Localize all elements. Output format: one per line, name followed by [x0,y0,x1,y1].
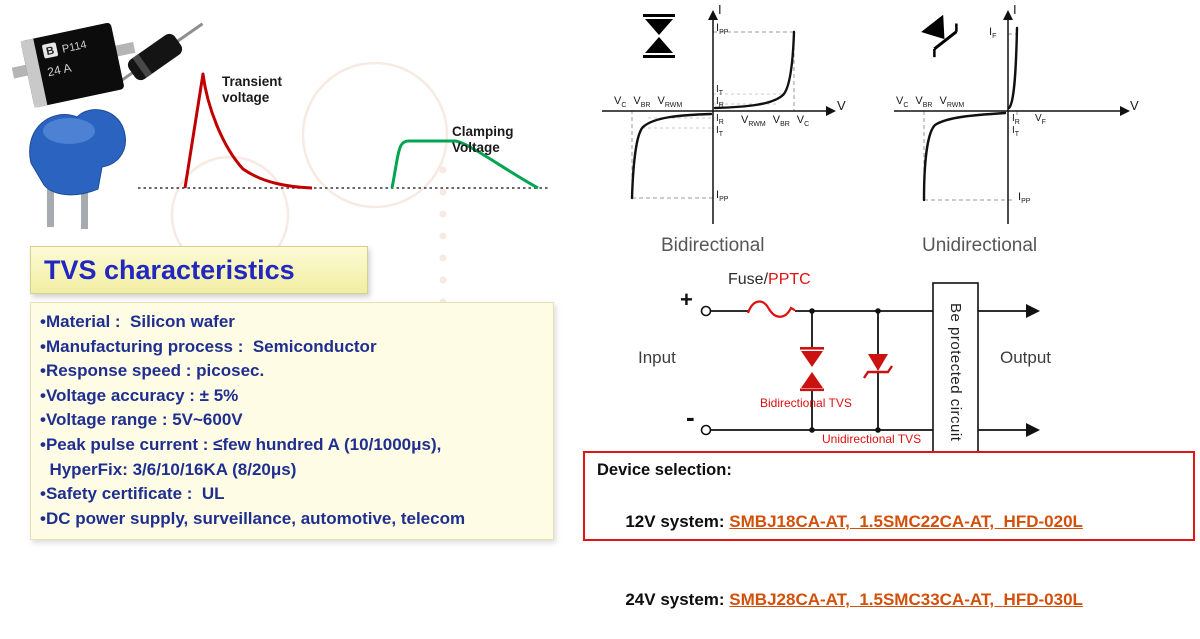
y-axis-arrow [1003,10,1013,20]
x-axis-label: V [1130,98,1139,113]
bullet-line: •Safety certificate : UL [40,484,225,504]
iv-curve [922,26,1019,202]
fuse-label-text: Fuse/ [728,271,769,288]
clamping-voltage-waveform [390,139,539,190]
junction-dots [809,308,881,433]
pptc-label-text: PPTC [768,271,811,288]
section-title: TVS characteristics [44,254,295,285]
part-number-links[interactable]: SMBJ18CA-AT, 1.5SMC22CA-AT, HFD-020L [729,512,1083,531]
bidirectional-tvs-label: Bidirectional TVS [760,396,852,410]
iv-curve-unidirectional-plot [894,10,1130,224]
label-line: voltage [222,90,270,105]
axes [894,18,1122,224]
characteristics-panel: •Material : Silicon wafer •Manufacturing… [30,302,554,540]
guide-dashes [923,33,1018,201]
unidirectional-tvs-symbol-icon [863,354,893,379]
transient-voltage-label: Transient voltage [222,74,282,106]
it-label-positive: IT [716,84,724,97]
ir-label: IR [1012,113,1020,126]
y-axis-label: I [718,2,722,17]
label-line: Clamping [452,124,514,139]
x-axis-arrow [1120,106,1130,116]
device-selection-row-12v: 12V system: SMBJ18CA-AT, 1.5SMC22CA-AT, … [597,483,1181,561]
minus-terminal-node [700,424,712,436]
fuse-symbol-icon [746,300,797,318]
bullet-line: HyperFix: 3/6/10/16KA (8/20μs) [40,459,297,479]
plus-terminal-node [700,305,712,317]
unidirectional-tvs-symbol-icon [921,14,958,58]
bullet-line: •Response speed : picosec. [40,361,265,381]
output-label: Output [1000,348,1052,367]
smd-logo-text: B [45,45,55,58]
plus-sign: + [680,287,693,312]
clamping-voltage-label: Clamping Voltage [452,124,514,156]
bidirectional-tvs-symbol-icon [643,14,675,58]
smd-marking-text-1: P114 [61,39,88,56]
smd-marking-text-2: 24 A [46,61,72,80]
section-title-box: TVS characteristics [30,246,368,294]
product-photo-axial-diode [106,22,204,92]
iv-curve-bidirectional-plot [602,10,836,224]
caption-unidirectional: Unidirectional [922,235,1038,256]
it-label-negative: IT [716,125,724,138]
circuit-drawing [700,282,1040,463]
input-label: Input [638,348,676,367]
x-axis-arrow [826,106,836,116]
ir-label-positive: IR [716,96,724,109]
product-photos: B P114 24 A [11,22,204,229]
fuse-pptc-label: Fuse/PPTC [728,271,811,289]
ipp-label: IPP [1018,191,1031,206]
bullet-line: •Voltage range : 5V~600V [40,410,243,430]
y-axis-label: I [1013,2,1017,17]
wires [711,310,1026,431]
waveform-plot [138,72,548,190]
output-arrow-bottom [1026,423,1040,437]
bullet-line: •Voltage accuracy : ± 5% [40,385,239,405]
caption-bidirectional: Bidirectional [661,235,765,256]
ir-label-negative: IR [716,113,724,126]
device-selection-heading: Device selection: [597,461,732,479]
iv-curve [630,30,796,200]
x-axis-label: V [837,98,846,113]
if-label: IF [989,26,997,41]
bullet-line: •Manufacturing process : Semiconductor [40,336,377,356]
axes [602,18,828,224]
output-arrow-top [1026,304,1040,318]
bullet-line: •Peak pulse current : ≤few hundred A (10… [40,434,442,454]
part-number-links[interactable]: SMBJ28CA-AT, 1.5SMC33CA-AT, HFD-030L [729,590,1083,609]
system-label: 24V system: [625,590,730,609]
slide-canvas: B P114 24 A Transient voltage Clamping V… [11,2,1195,609]
bidirectional-tvs-symbol-icon [800,347,824,392]
product-photo-smd-diode: B P114 24 A [11,22,136,108]
label-line: Voltage [452,140,500,155]
ipp-label-positive: IPP [716,22,729,37]
device-selection-row-24v: 24V system: SMBJ28CA-AT, 1.5SMC33CA-AT, … [597,561,1181,639]
protected-circuit-text: Be protected circuit [947,303,964,442]
y-axis-arrow [708,10,718,20]
ipp-label-negative: IPP [716,189,729,204]
protection-circuit-diagram: + - Fuse/PPTC Input Output Bidirectional… [600,268,1075,468]
system-label: 12V system: [625,512,730,531]
protected-circuit-box [932,282,979,463]
label-line: Transient [222,74,283,89]
bullet-line: •DC power supply, surveillance, automoti… [40,508,466,528]
transient-voltage-waveform [183,72,313,190]
device-selection-panel: Device selection: 12V system: SMBJ18CA-A… [583,451,1195,609]
bullet-line: •Material : Silicon wafer [40,312,235,331]
minus-sign: - [686,402,695,432]
unidirectional-tvs-label: Unidirectional TVS [822,432,922,446]
product-photo-blue-tvs [29,109,126,229]
vf-label: VF [1035,113,1046,126]
it-label: IT [1012,125,1020,138]
